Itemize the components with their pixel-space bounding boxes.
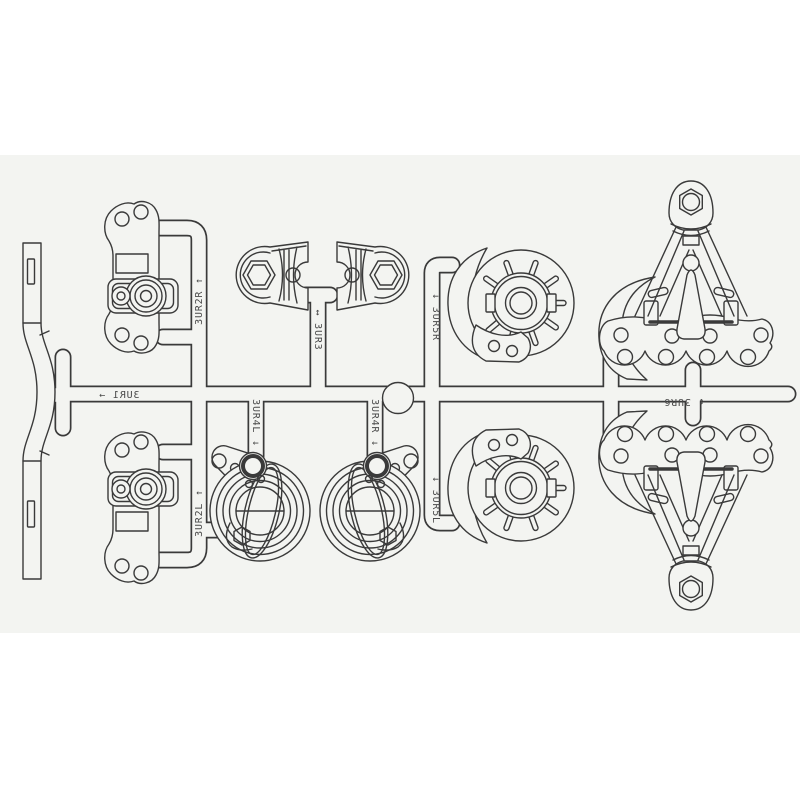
part-3ur5l-disc — [447, 428, 575, 544]
label-3ur4r: 3UR4R ↓ — [369, 399, 380, 447]
label-3ur2l: 3UR2L ↑ — [194, 489, 205, 537]
label-3ur2r: 3UR2R ↑ — [194, 277, 205, 325]
label-3ur1: 3UR1 → — [99, 390, 140, 401]
diagram-panel: 3UR1 → 3UR2R ↑ 3UR2L ↑ ↔ 3UR3 3UR4L ↓ 3U… — [0, 155, 800, 633]
sprue-gate-ring — [381, 381, 415, 415]
part-3ur2r-bracket — [104, 200, 179, 354]
label-3ur4l: 3UR4L ↓ — [250, 399, 261, 447]
part-3ur3-wing-left — [235, 241, 309, 311]
part-3ur3-wing-right — [336, 241, 410, 311]
a-arm-apex — [668, 180, 714, 231]
part-3ur6-a-arm-upper — [598, 180, 774, 381]
part-labels: 3UR1 → 3UR2R ↑ 3UR2L ↑ ↔ 3UR3 3UR4L ↓ 3U… — [99, 277, 705, 537]
part-3ur1-strap — [22, 242, 56, 580]
part-3ur4r-knuckle — [318, 443, 422, 564]
label-3ur5r: ↓ 3UR5R — [430, 293, 441, 341]
label-3ur6: ↕ 3UR6 — [664, 396, 705, 407]
part-3ur5r-disc — [447, 247, 575, 363]
part-3ur6-a-arm-lower — [597, 409, 775, 612]
label-3ur5l: ↓ 3UR5L — [430, 476, 441, 524]
label-3ur3: ↔ 3UR3 — [312, 310, 323, 351]
sprue-diagram: 3UR1 → 3UR2R ↑ 3UR2L ↑ ↔ 3UR3 3UR4L ↓ 3U… — [22, 180, 797, 612]
part-3ur4l-knuckle — [209, 445, 311, 562]
